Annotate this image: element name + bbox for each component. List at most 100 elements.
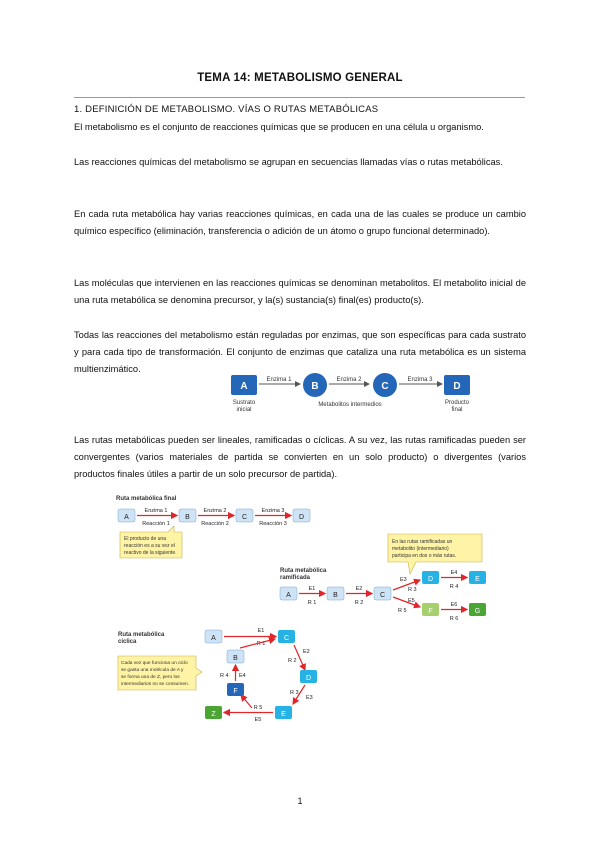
cyclic-node-c (278, 630, 295, 643)
cyclic-node-b (226, 649, 245, 664)
branched-node-d (422, 571, 439, 584)
fig1-enzyme-3: Enzima 3 (407, 377, 433, 383)
branched-note-1: En las rutas ramificadas un (392, 539, 453, 545)
fig1-node-b (303, 373, 327, 397)
paragraph-route-types: Las rutas metabólicas pueden ser lineale… (74, 435, 526, 479)
fig1-node-d (444, 375, 470, 395)
branched-enzyme-6: E6 (451, 602, 458, 608)
cyclic-node-e-label: E (281, 711, 286, 718)
fig1-enzyme-1: Enzima 1 (266, 377, 292, 383)
cyclic-note-1: Cada vez que funciona un ciclo (121, 660, 188, 666)
branched-enzyme-2: E2 (356, 586, 363, 592)
fig1-label-mid: Metabolitos intermedios (318, 402, 381, 408)
branched-reaction-1: R 1 (308, 600, 317, 606)
linear-reaction-1: Reacción 1 (142, 521, 170, 527)
branched-node-b-label: B (333, 592, 338, 599)
branched-note-2: metabolito (intermediario) (392, 546, 449, 552)
cyclic-node-d-label: D (306, 675, 311, 682)
fig1-label-a-2: inicial (236, 407, 251, 413)
cyclic-title-1: Ruta metabólica (118, 632, 165, 638)
paragraph-enzymes: Todas las reacciones del metabolismo est… (74, 330, 526, 374)
branched-enzyme-4: E4 (451, 570, 458, 576)
cyclic-enzyme-3: E3 (306, 695, 313, 701)
cyclic-node-c-label: C (284, 635, 289, 642)
linear-callout (119, 525, 183, 559)
cyclic-node-f (227, 683, 244, 696)
cyclic-node-z-label: Z (211, 711, 216, 718)
fig1-label-a-1: Sustrato (233, 400, 256, 406)
cyclic-enzyme-5: E5 (255, 717, 262, 723)
branched-enzyme-1: E1 (309, 586, 316, 592)
fig1-node-a (231, 375, 257, 395)
linear-note-2: reacción es a su vez el (124, 543, 175, 549)
fig1-node-c (373, 373, 397, 397)
fig1-enzyme-2: Enzima 2 (336, 377, 362, 383)
cyclic-reaction-5: R 5 (254, 705, 263, 711)
cyclic-node-e (275, 706, 292, 719)
linear-enzyme-2: Enzima 2 (204, 508, 227, 514)
cyclic-callout (117, 655, 203, 691)
cyclic-note-3: se forma una de Z, pero los (121, 674, 180, 680)
cyclic-reaction-3: R 3 (290, 690, 299, 696)
cyclic-title-2: cíclica (118, 639, 137, 645)
page-number: 1 (297, 796, 303, 806)
branched-node-e-label: E (475, 576, 480, 583)
cyclic-reaction-2: R 2 (288, 658, 297, 664)
linear-reaction-2: Reacción 2 (201, 521, 229, 527)
cyclic-node-z (205, 706, 222, 719)
linear-note-3: reactivo de la siguiente. (124, 550, 177, 556)
branched-node-a (279, 586, 298, 601)
linear-node-b-label: B (185, 514, 190, 521)
title-divider (74, 97, 525, 98)
branched-reaction-3: R 3 (408, 587, 417, 593)
cyclic-node-d (300, 670, 317, 683)
cyclic-enzyme-2: E2 (303, 649, 310, 655)
branched-node-f-label: F (428, 608, 432, 615)
branched-reaction-2: R 2 (355, 600, 364, 606)
figure-multienzyme-pathway: A Enzima 1 B Enzima 2 C Enzima 3 D Sustr… (231, 373, 470, 413)
branched-callout (387, 533, 483, 575)
linear-node-b (178, 508, 197, 523)
branched-title-2: ramificada (280, 575, 311, 581)
fig1-label-d-2: final (451, 407, 462, 413)
cyclic-node-f-label: F (233, 688, 237, 695)
linear-node-d-label: D (299, 514, 304, 521)
branched-enzyme-3: E3 (400, 577, 407, 583)
cyclic-node-a (204, 629, 223, 644)
section-heading: 1. DEFINICIÓN DE METABOLISMO. VÍAS O RUT… (74, 104, 379, 115)
linear-node-d (292, 508, 311, 523)
page-title: TEMA 14: METABOLISMO GENERAL (197, 72, 403, 84)
fig1-label-d-1: Producto (445, 400, 470, 406)
linear-node-c (235, 508, 254, 523)
linear-node-c-label: C (242, 514, 247, 521)
fig1-node-c-label: C (381, 381, 388, 392)
paragraph-reactions: En cada ruta metabólica hay varias reacc… (74, 209, 526, 236)
fig1-node-b-label: B (311, 381, 318, 392)
linear-route-title: Ruta metabólica final (116, 496, 177, 502)
cyclic-note-2: se gasta una molécula de A y (121, 667, 184, 673)
branched-reaction-4: R 4 (450, 584, 459, 590)
cyclic-note-4: intermediarios no se consumen. (121, 681, 189, 687)
fig1-node-d-label: D (453, 381, 460, 392)
branched-node-g-label: G (475, 608, 480, 615)
branched-note-3: participa en dos o más rutas. (392, 553, 456, 559)
cyclic-enzyme-4: E4 (239, 673, 246, 679)
branched-node-g (469, 603, 486, 616)
branched-reaction-5: R 5 (398, 608, 407, 614)
fig1-node-a-label: A (240, 381, 247, 392)
cyclic-reaction-1: R 1 (257, 641, 266, 647)
cyclic-node-b-label: B (233, 655, 238, 662)
branched-node-e (469, 571, 486, 584)
linear-node-a-label: A (124, 514, 129, 521)
branched-node-c (373, 586, 392, 601)
cyclic-reaction-4: R 4 (220, 673, 229, 679)
linear-enzyme-3: Enzima 3 (262, 508, 285, 514)
paragraph-definition: El metabolismo es el conjunto de reaccio… (74, 122, 484, 132)
branched-title-1: Ruta metabólica (280, 568, 327, 574)
cyclic-enzyme-1: E1 (258, 628, 265, 634)
linear-reaction-3: Reacción 3 (259, 521, 287, 527)
linear-enzyme-1: Enzima 1 (145, 508, 168, 514)
cyclic-node-a-label: A (211, 635, 216, 642)
branched-node-d-label: D (428, 576, 433, 583)
branched-node-f (422, 603, 439, 616)
